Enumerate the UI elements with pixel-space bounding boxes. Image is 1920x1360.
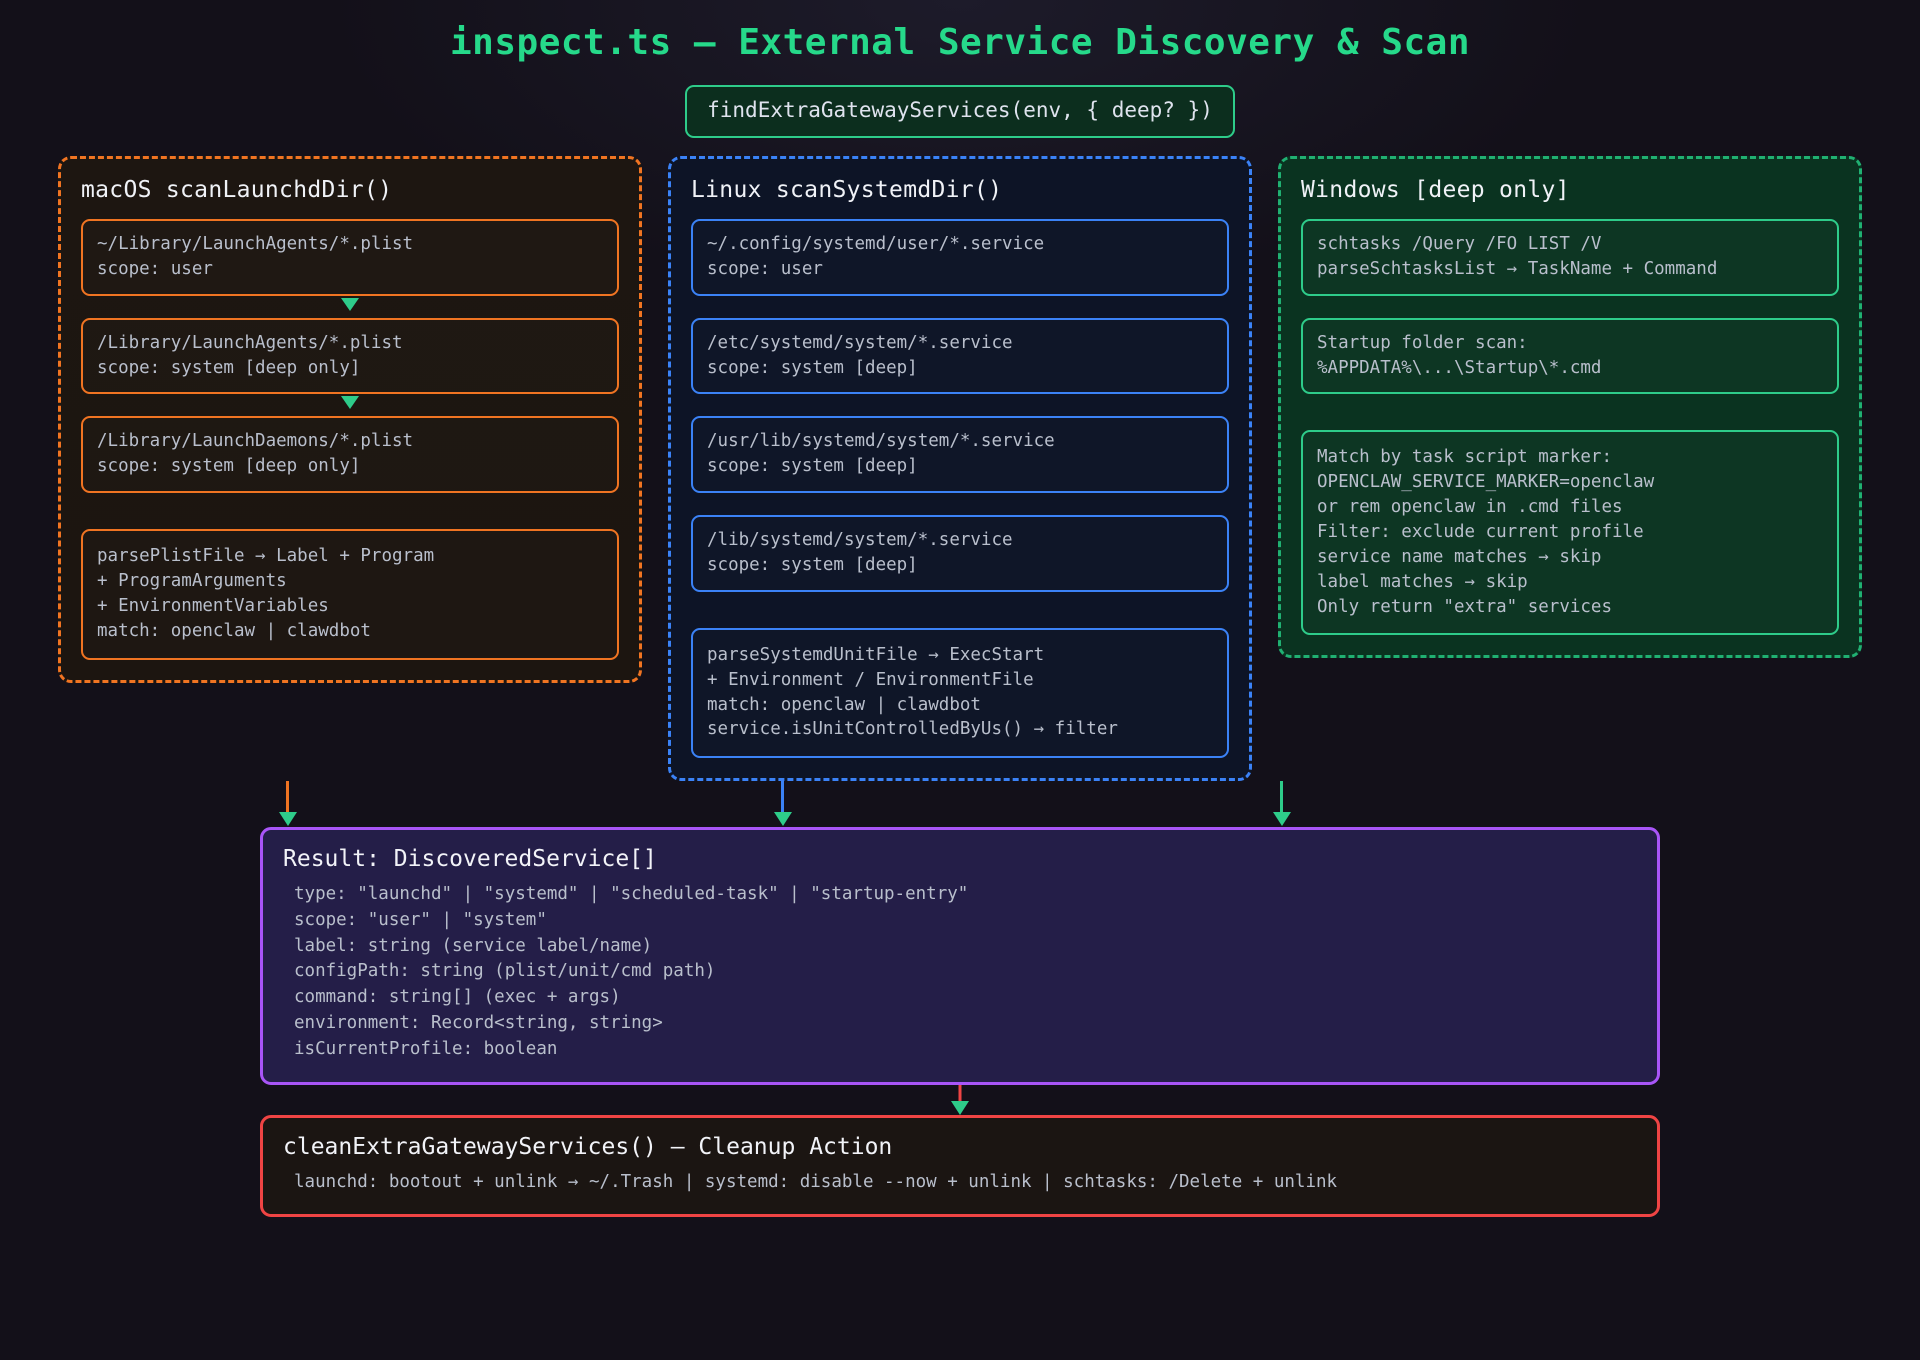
cleanup-details: launchd: bootout + unlink → ~/.Trash | s… [294,1172,1338,1193]
linux-gap-2 [691,394,1229,416]
linux-gap-1 [691,296,1229,318]
macos-node-2: /Library/LaunchAgents/*.plist scope: sys… [81,317,619,395]
entry-node: findExtraGatewayServices(env, { deep? }) [685,85,1235,139]
linux-node-4: /lib/systemd/system/*.service scope: sys… [691,515,1229,592]
cleanup-section: cleanExtraGatewayServices() — Cleanup Ac… [0,1115,1920,1218]
result-fields: type: "launchd" | "systemd" | "scheduled… [294,884,969,1059]
connector-result-to-cleanup [260,1085,1660,1116]
macos-node-3: /Library/LaunchDaemons/*.plist scope: sy… [81,416,619,494]
connector-macos-to-result [278,781,297,827]
result-section: Result: DiscoveredService[] type: "launc… [0,827,1920,1086]
panel-macos-title: macOS scanLaunchdDir() [81,177,393,204]
panel-linux-title: Linux scanSystemdDir() [691,177,1003,204]
entry-node-row: findExtraGatewayServices(env, { deep? }) [0,85,1920,139]
linux-node-3: /usr/lib/systemd/system/*.service scope:… [691,416,1229,494]
macos-arrow-2 [81,394,619,416]
connector-windows-to-result [1272,781,1291,827]
windows-gap-2 [1301,394,1839,430]
connector-line [958,1085,962,1104]
result-title: Result: DiscoveredService[] [283,846,657,873]
panel-macos: macOS scanLaunchdDir() ~/Library/LaunchA… [58,156,642,683]
arrow-down-icon [341,396,359,410]
panel-windows-title: Windows [deep only] [1301,177,1570,204]
arrow-down-icon [278,812,297,827]
platform-columns: macOS scanLaunchdDir() ~/Library/LaunchA… [0,138,1920,782]
arrow-down-icon [341,297,359,311]
connectors-to-result [58,781,1862,827]
linux-gap-4 [691,592,1229,628]
linux-node-1: ~/.config/systemd/user/*.service scope: … [691,219,1229,296]
macos-gap-3 [81,493,619,529]
panel-linux: Linux scanSystemdDir() ~/.config/systemd… [668,156,1252,782]
result-box: Result: DiscoveredService[] type: "launc… [260,827,1660,1086]
panel-windows: Windows [deep only] schtasks /Query /FO … [1278,156,1862,659]
linux-node-2: /etc/systemd/system/*.service scope: sys… [691,317,1229,395]
macos-node-4: parsePlistFile → Label + Program + Progr… [81,529,619,660]
cleanup-box: cleanExtraGatewayServices() — Cleanup Ac… [260,1115,1660,1218]
arrow-down-icon [1272,812,1291,827]
macos-arrow-1 [81,296,619,318]
arrow-down-icon [951,1101,969,1116]
windows-node-2: Startup folder scan: %APPDATA%\...\Start… [1301,317,1839,395]
macos-node-1: ~/Library/LaunchAgents/*.plist scope: us… [81,219,619,296]
linux-node-5: parseSystemdUnitFile → ExecStart + Envir… [691,627,1229,759]
page-title: inspect.ts — External Service Discovery … [450,22,1470,63]
linux-gap-3 [691,493,1229,515]
connector-linux-to-result [773,781,792,827]
windows-gap-1 [1301,296,1839,318]
windows-node-3: Match by task script marker: OPENCLAW_SE… [1301,430,1839,636]
windows-node-1: schtasks /Query /FO LIST /V parseSchtask… [1301,219,1839,296]
arrow-down-icon [773,812,792,827]
cleanup-title: cleanExtraGatewayServices() — Cleanup Ac… [283,1134,893,1161]
